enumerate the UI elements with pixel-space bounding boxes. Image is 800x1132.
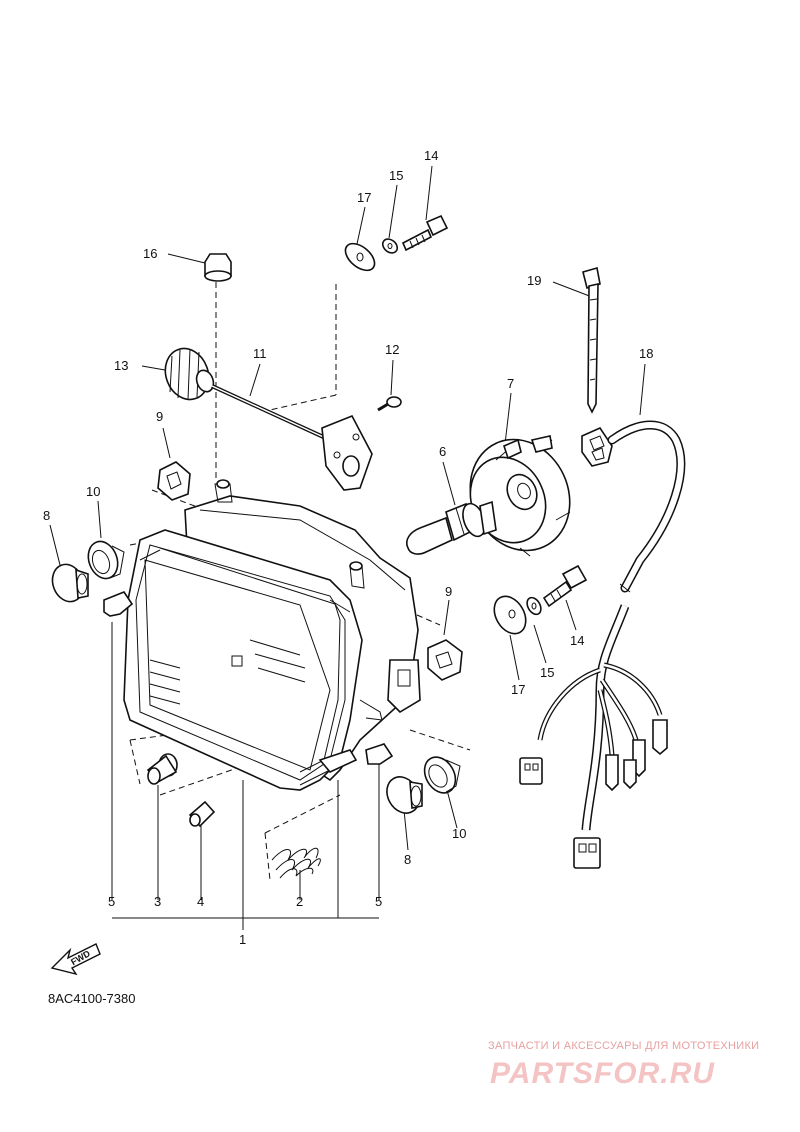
part-14-bolt-upper (401, 214, 449, 252)
part-2-spring (271, 847, 321, 879)
callout-11: 11 (253, 346, 267, 361)
callout-10-right: 10 (452, 826, 466, 841)
callout-14-lower: 14 (570, 633, 584, 648)
forward-arrow-icon: FWD (50, 943, 101, 976)
callout-14-upper: 14 (424, 148, 438, 163)
callout-12: 12 (385, 342, 399, 357)
callout-16: 16 (143, 246, 157, 261)
part-8-damper-right (386, 776, 423, 814)
callout-labels: 1 2 3 4 5 5 6 7 8 8 9 9 10 10 11 12 13 1… (43, 148, 653, 947)
callout-18: 18 (639, 346, 653, 361)
part-15-washer-lower (526, 596, 542, 616)
part-15-washer-upper (381, 238, 399, 254)
part-11-adjusting-screw (211, 384, 373, 491)
callout-6: 6 (439, 444, 446, 459)
part-10-holder-left (87, 540, 125, 580)
callout-17-lower: 17 (511, 682, 525, 697)
callout-10-left: 10 (86, 484, 100, 499)
part-9-grommet-left (157, 461, 191, 501)
part-6-bulb (405, 500, 497, 555)
part-13-adjuster-knob (164, 347, 215, 401)
callout-7: 7 (507, 376, 514, 391)
part-4-bulb-small (188, 800, 216, 828)
callout-8-left: 8 (43, 508, 50, 523)
part-12-screw (377, 396, 402, 412)
callout-15-lower: 15 (540, 665, 554, 680)
callout-19: 19 (527, 273, 541, 288)
part-3-bulb-socket (146, 753, 178, 785)
leader-lines (49, 165, 646, 930)
part-14-bolt-lower (542, 564, 588, 608)
callout-5-right: 5 (375, 894, 382, 909)
part-18-wire-harness (519, 420, 686, 869)
callout-2: 2 (296, 894, 303, 909)
callout-8-right: 8 (404, 852, 411, 867)
callout-5-left: 5 (108, 894, 115, 909)
part-17-washer-upper (344, 242, 376, 272)
callout-13: 13 (114, 358, 128, 373)
part-5-clip-left (103, 591, 134, 617)
part-10-holder-right (423, 756, 461, 794)
part-9-grommet-right (427, 639, 463, 681)
part-19-cable-tie (582, 266, 601, 414)
callout-4: 4 (197, 894, 204, 909)
part-16-cap (204, 253, 232, 282)
callout-1: 1 (239, 932, 246, 947)
part-7-bulb-cover (469, 435, 571, 557)
callout-17-upper: 17 (357, 190, 371, 205)
diagram-code: 8AC4100-7380 (48, 991, 135, 1006)
part-8-damper-left (51, 563, 89, 603)
callout-9-right: 9 (445, 584, 452, 599)
watermark: ЗАПЧАСТИ И АКСЕССУАРЫ ДЛЯ МОТОТЕХНИКИ PA… (488, 1040, 759, 1090)
part-5-clip-right (365, 743, 394, 765)
callout-9-left: 9 (156, 409, 163, 424)
part-17-washer-lower (493, 595, 527, 635)
callout-3: 3 (154, 894, 161, 909)
watermark-logo: PARTSFOR.RU (490, 1057, 715, 1090)
watermark-tagline: ЗАПЧАСТИ И АКСЕССУАРЫ ДЛЯ МОТОТЕХНИКИ (488, 1040, 759, 1052)
part-1-headlight-unit (123, 479, 421, 791)
callout-15-upper: 15 (389, 168, 403, 183)
